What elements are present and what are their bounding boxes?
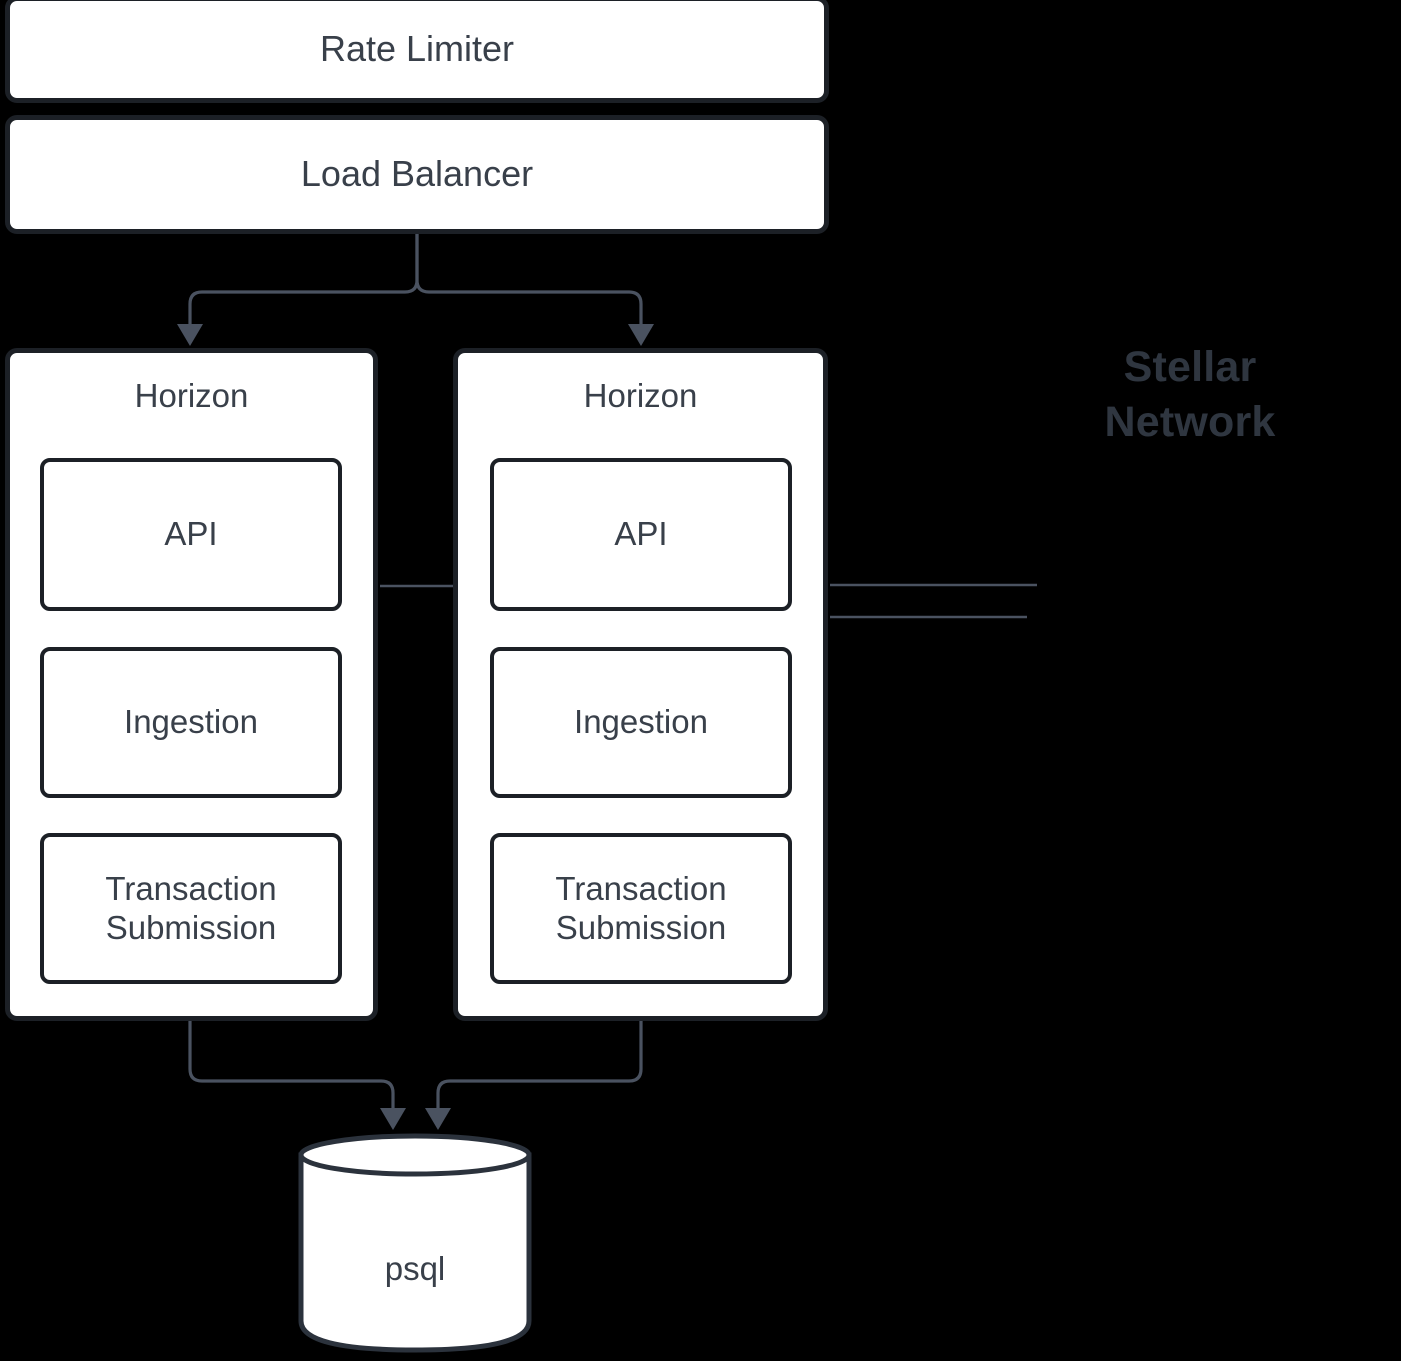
horizon-right-component-ingestion[interactable]: Ingestion xyxy=(490,647,792,798)
horizon-right-component-transaction-submission[interactable]: Transaction Submission xyxy=(490,833,792,984)
horizon-left-component-ingestion[interactable]: Ingestion xyxy=(40,647,342,798)
load-balancer-label: Load Balancer xyxy=(300,153,534,195)
horizon-left-component-transaction-submission[interactable]: Transaction Submission xyxy=(40,833,342,984)
component-label: API xyxy=(614,515,668,553)
component-label-line1: Transaction xyxy=(105,869,277,907)
edge-lb-to-horizon-right xyxy=(415,234,643,326)
stellar-network-line1: Stellar xyxy=(1123,343,1257,391)
arrowhead-to-horizon-left xyxy=(177,324,203,346)
cylinder-body xyxy=(298,1152,532,1353)
edge-horizon-left-to-db xyxy=(188,1021,395,1110)
component-label-line2: Submission xyxy=(105,908,277,946)
stellar-network-line2: Network xyxy=(1104,398,1276,447)
edge-horizon-right-to-db xyxy=(436,1021,643,1110)
horizon-left-component-api[interactable]: API xyxy=(40,458,342,611)
cylinder-top-ellipse xyxy=(298,1133,532,1177)
edge-lb-to-horizon-left xyxy=(188,234,419,326)
component-label: Ingestion xyxy=(124,703,258,741)
horizon-right-component-api[interactable]: API xyxy=(490,458,792,611)
component-label: API xyxy=(164,515,218,553)
component-label-line1: Transaction xyxy=(555,869,727,907)
rate-limiter-label: Rate Limiter xyxy=(319,28,515,70)
arrowhead-to-horizon-right xyxy=(628,324,654,346)
stellar-network-title: Stellar Network xyxy=(1030,340,1350,450)
component-label-line2: Submission xyxy=(555,908,727,946)
horizon-left-label: Horizon xyxy=(134,377,249,414)
component-label: Ingestion xyxy=(574,703,708,741)
database-label: psql xyxy=(384,1250,446,1287)
node-load-balancer[interactable]: Load Balancer xyxy=(5,115,829,234)
node-rate-limiter[interactable]: Rate Limiter xyxy=(5,0,829,103)
horizon-right-label: Horizon xyxy=(583,377,698,414)
node-database-cylinder[interactable] xyxy=(290,1125,540,1361)
